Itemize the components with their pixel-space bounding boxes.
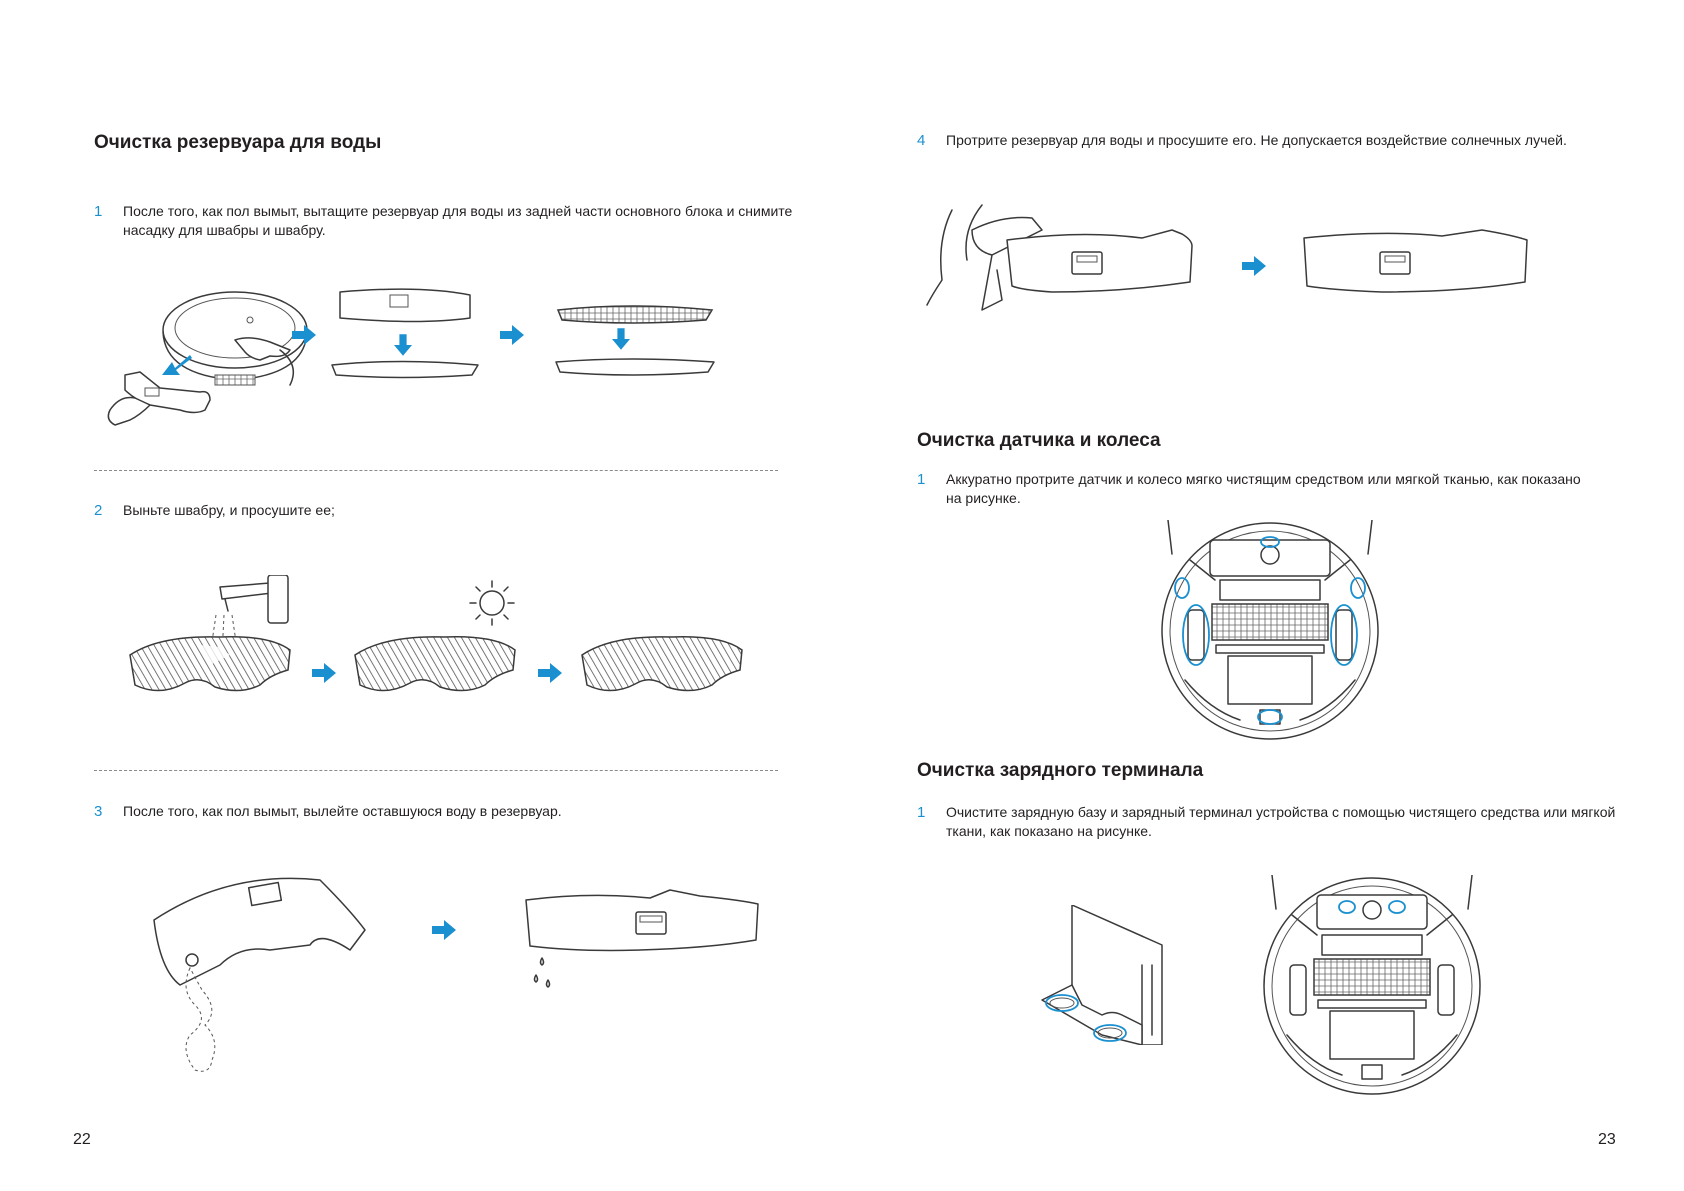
section-divider — [94, 770, 778, 771]
step-number: 3 — [94, 803, 103, 820]
robot-bottom-terminal-illustration — [1263, 875, 1481, 1095]
right-page: 4 Протрите резервуар для воды и просушит… — [842, 0, 1684, 1191]
section-heading-water-tank: Очистка резервуара для воды — [94, 132, 382, 153]
arrow-down-icon — [394, 334, 412, 356]
step-3: 3 После того, как пол вымыт, вылейте ост… — [94, 802, 794, 821]
step-1: 1 После того, как пол вымыт, вытащите ре… — [94, 202, 794, 240]
sun-icon — [469, 580, 515, 626]
page-number: 22 — [73, 1131, 91, 1148]
charging-dock-illustration — [1041, 905, 1163, 1045]
empty-water-tank-illustration — [153, 877, 759, 1072]
step-text: Очистите зарядную базу и зарядный термин… — [946, 804, 1616, 839]
wipe-water-tank-illustration — [926, 204, 1528, 311]
step-number: 1 — [94, 203, 103, 220]
step-number: 1 — [917, 471, 926, 488]
arrow-right-icon — [1242, 256, 1266, 276]
step-text: После того, как пол вымыт, вытащите резе… — [123, 203, 793, 238]
terminal-step-1: 1 Очистите зарядную базу и зарядный терм… — [917, 803, 1657, 841]
arrow-down-icon — [612, 328, 630, 350]
step-number: 4 — [917, 132, 926, 149]
step-2: 2 Выньте швабру, и просушите ее; — [94, 501, 794, 520]
arrow-right-icon — [432, 920, 456, 940]
step-text: Протрите резервуар для воды и просушите … — [946, 132, 1567, 148]
step-text: После того, как пол вымыт, вылейте остав… — [123, 803, 562, 819]
section-divider — [94, 470, 778, 471]
robot-bottom-sensor-illustration — [1161, 520, 1379, 740]
sensor-step-1: 1 Аккуратно протрите датчик и колесо мяг… — [917, 470, 1597, 508]
step-4: 4 Протрите резервуар для воды и просушит… — [917, 131, 1657, 150]
step-number: 1 — [917, 804, 926, 821]
section-heading-charging-terminal: Очистка зарядного терминала — [917, 760, 1204, 781]
arrow-right-icon — [312, 663, 336, 683]
arrow-right-icon — [500, 325, 524, 345]
page-number: 23 — [1598, 1131, 1616, 1148]
step-text: Аккуратно протрите датчик и колесо мягко… — [946, 471, 1581, 506]
faucet-icon — [219, 575, 289, 624]
water-drop-icon — [533, 957, 551, 988]
section-heading-sensor-wheel: Очистка датчика и колеса — [917, 430, 1161, 451]
step-text: Выньте швабру, и просушите ее; — [123, 502, 335, 518]
arrow-right-icon — [538, 663, 562, 683]
remove-water-tank-illustration — [107, 288, 715, 426]
step-number: 2 — [94, 502, 103, 519]
left-page: Очистка резервуара для воды 1 После того… — [73, 132, 794, 1148]
wash-and-dry-mop-illustration — [129, 575, 743, 692]
